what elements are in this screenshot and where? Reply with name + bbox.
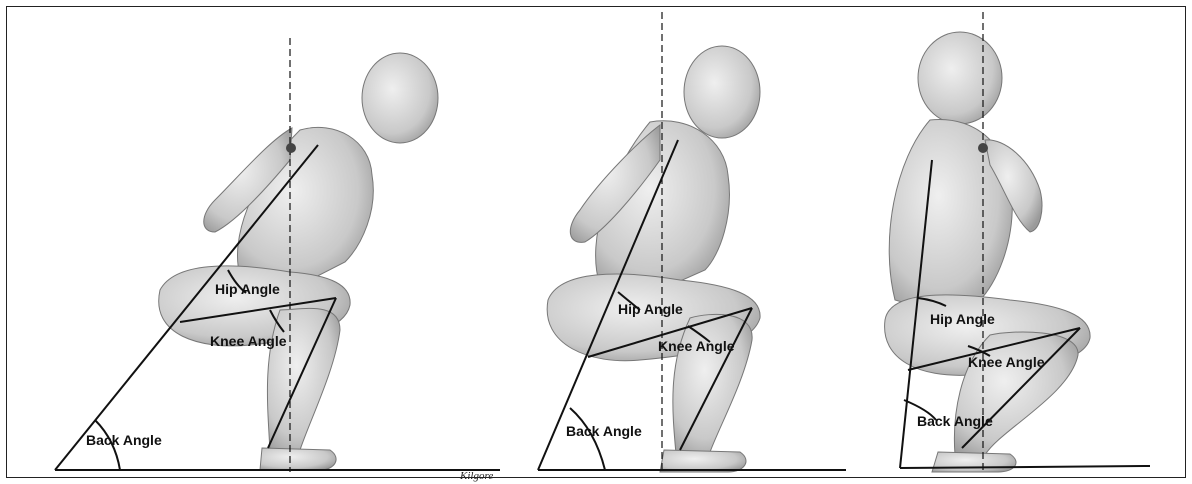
bar-marker	[286, 143, 296, 153]
knee-angle-label: Knee Angle	[658, 338, 735, 354]
back-angle-label: Back Angle	[86, 432, 162, 448]
back-angle-arc	[570, 408, 605, 470]
back-angle-label: Back Angle	[566, 423, 642, 439]
hip-angle-label: Hip Angle	[930, 311, 995, 327]
hip-angle-label: Hip Angle	[618, 301, 683, 317]
back-angle-label: Back Angle	[917, 413, 993, 429]
knee-angle-label: Knee Angle	[968, 354, 1045, 370]
hip-angle-label: Hip Angle	[215, 281, 280, 297]
body-silhouette-1	[159, 53, 438, 470]
signature: Kilgore	[459, 470, 493, 482]
squat-figure-2: Hip Angle Knee Angle Back Angle	[538, 12, 846, 472]
bar-marker	[978, 143, 988, 153]
knee-angle-label: Knee Angle	[210, 333, 287, 349]
body-silhouette-2	[547, 46, 760, 472]
squat-figure-3: Hip Angle Knee Angle Back Angle	[885, 12, 1150, 472]
squat-figure-1: Hip Angle Knee Angle Back Angle Kilgore	[55, 38, 500, 482]
